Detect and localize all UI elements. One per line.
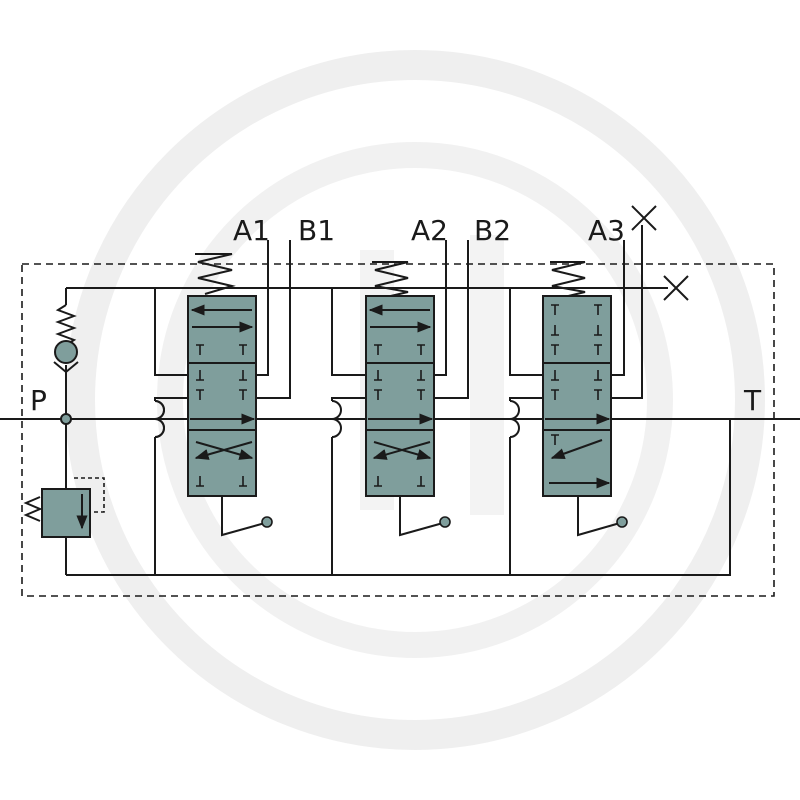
lever-icon (577, 496, 628, 537)
plug-icon (631, 205, 657, 231)
junction-node (60, 413, 72, 425)
line-hop-2 (331, 400, 342, 438)
check-valve-icon (54, 340, 78, 364)
line-hop-1 (154, 400, 165, 438)
port-label-a1: A1 (233, 214, 270, 247)
spring-icon (372, 261, 409, 299)
lever-icon (221, 496, 273, 537)
port-label-a3: A3 (588, 214, 625, 247)
valve-section-1 (154, 240, 291, 575)
relief-valve (23, 477, 105, 538)
port-label-p: P (30, 384, 47, 417)
tank-line (66, 419, 731, 576)
port-label-t: T (743, 384, 762, 417)
spring-icon (550, 261, 586, 299)
line-hop-3 (509, 400, 520, 438)
plug-icon (663, 275, 689, 301)
spring-icon (55, 304, 77, 346)
port-label-b1: B1 (298, 214, 335, 247)
port-label-b2: B2 (474, 214, 511, 247)
valve-section-3 (509, 225, 643, 575)
port-label-a2: A2 (411, 214, 448, 247)
lever-icon (399, 496, 451, 537)
valve-section-2 (331, 240, 469, 575)
spring-icon (195, 253, 236, 295)
